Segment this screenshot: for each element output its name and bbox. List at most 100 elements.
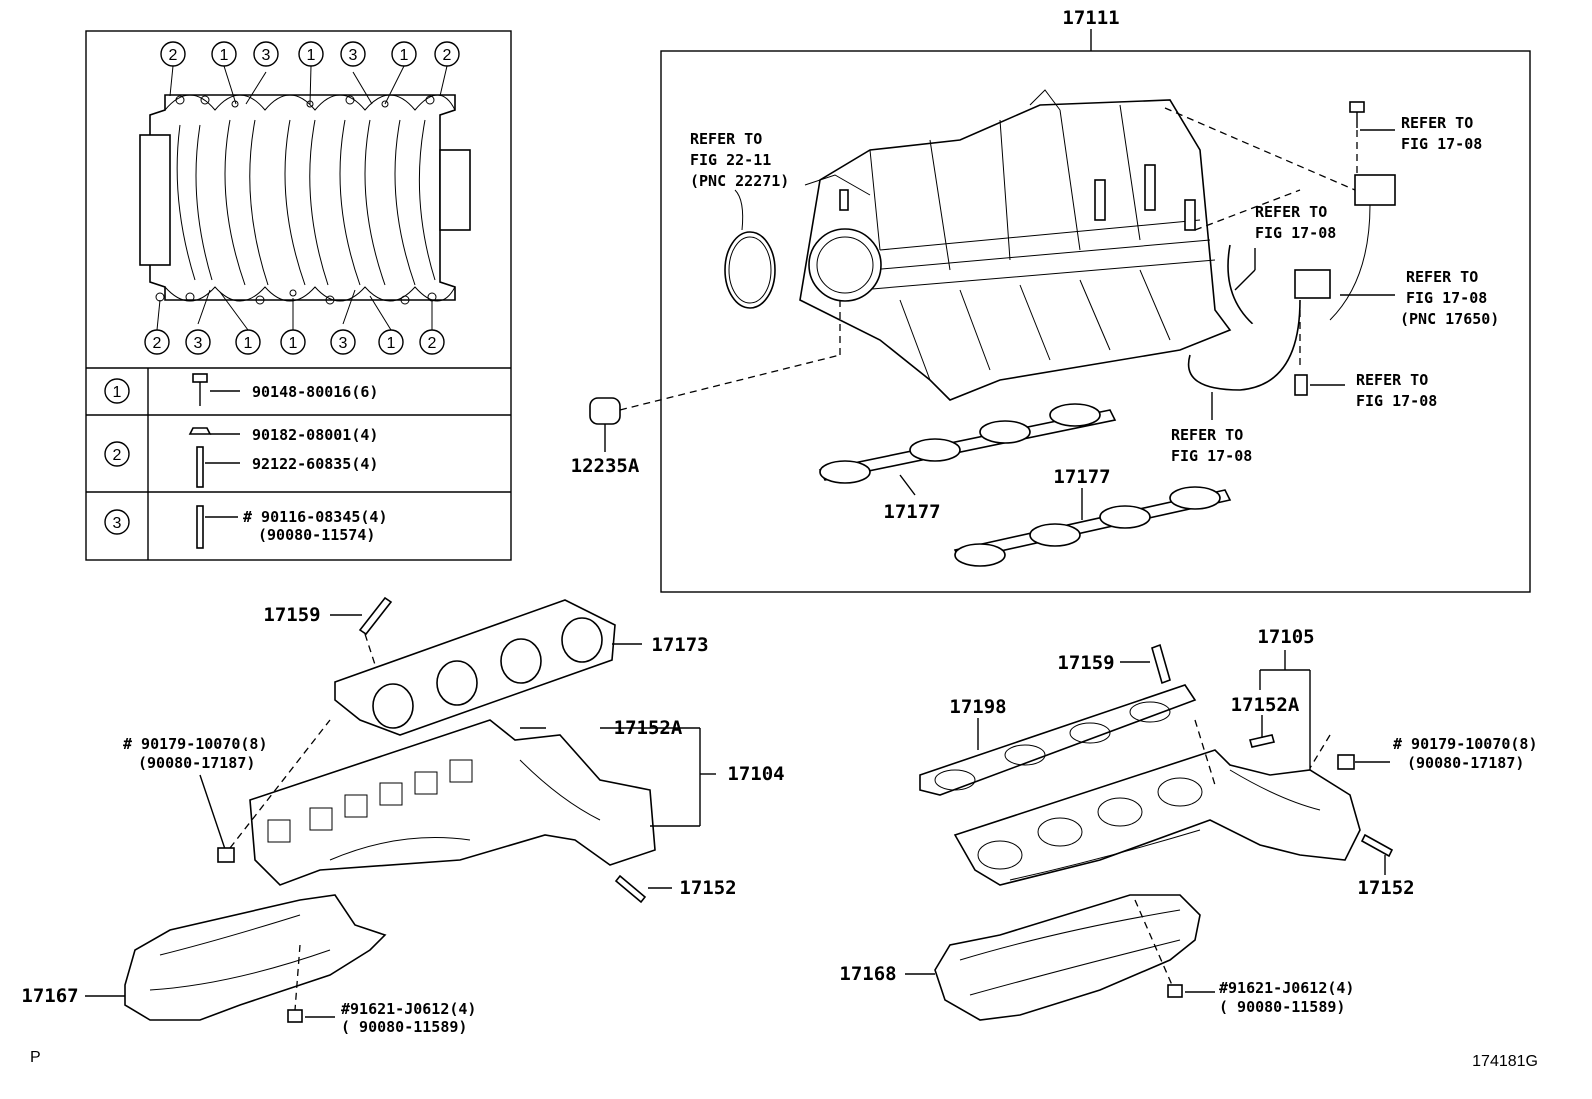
right-stud-17152: 17152 (1357, 833, 1415, 899)
intake-manifold-drawing (799, 89, 1232, 401)
bottom-callout-label: 1 (387, 335, 396, 352)
svg-text:FIG 17-08: FIG 17-08 (1171, 447, 1252, 465)
inset-manifold-drawing (139, 94, 471, 305)
bottom-callout-label: 2 (428, 335, 437, 352)
svg-text:REFER TO: REFER TO (1255, 203, 1327, 221)
legend-part-2a: 90182-08001(4) (252, 426, 378, 444)
svg-text:(90080-17187): (90080-17187) (138, 754, 255, 772)
left-bolt: #91621-J0612(4) ( 90080-11589) (287, 944, 476, 1036)
top-callout-label: 1 (307, 47, 316, 64)
inset-top-callouts (169, 65, 448, 105)
footer-left-code: P (30, 1049, 41, 1066)
left-manifold-17104: 17152A 17104 (249, 717, 785, 886)
svg-text:(PNC 17650): (PNC 17650) (1400, 310, 1499, 328)
top-callout-circle (340, 41, 366, 67)
svg-text:REFER TO: REFER TO (1171, 426, 1243, 444)
svg-text:#91621-J0612(4): #91621-J0612(4) (341, 1000, 476, 1018)
svg-text:#91621-J0612(4): #91621-J0612(4) (1219, 979, 1354, 997)
svg-text:17152A: 17152A (614, 717, 683, 739)
svg-text:17177: 17177 (1053, 466, 1110, 488)
right-stud-17152A: 17152A (1194, 694, 1300, 786)
right-exhaust-group: 17159 17198 17105 1 (839, 626, 1538, 1021)
right-gasket-17198: 17198 (919, 684, 1197, 796)
top-callout-circle (298, 41, 324, 67)
pcv-hose (1187, 299, 1301, 391)
svg-text:17152: 17152 (1357, 877, 1414, 899)
svg-text:FIG 17-08: FIG 17-08 (1255, 224, 1336, 242)
left-insulator-17167: 17167 (21, 894, 387, 1021)
svg-text:17105: 17105 (1257, 626, 1314, 648)
svg-text:17177: 17177 (883, 501, 940, 523)
svg-text:REFER TO: REFER TO (1356, 371, 1428, 389)
bottom-callout-circle (144, 329, 170, 355)
bolt-icon (192, 373, 208, 383)
svg-text:17159: 17159 (1057, 652, 1114, 674)
svg-text:17167: 17167 (21, 985, 78, 1007)
svg-text:# 90179-10070(8): # 90179-10070(8) (1393, 735, 1538, 753)
sensor-bolt (1349, 101, 1395, 175)
svg-text:17198: 17198 (949, 696, 1006, 718)
refer-fig-22-11: REFER TO FIG 22-11 (PNC 22271) (690, 130, 789, 190)
left-gasket-17173: 17173 (334, 599, 709, 736)
figure-code: 174181G (1472, 1053, 1538, 1070)
legend-part-3a: # 90116-08345(4) (243, 508, 388, 526)
svg-text:17152: 17152 (679, 877, 736, 899)
svg-text:FIG 17-08: FIG 17-08 (1401, 135, 1482, 153)
svg-text:(PNC 22271): (PNC 22271) (690, 172, 789, 190)
svg-text:17159: 17159 (263, 604, 320, 626)
legend-part-3b: (90080-11574) (258, 526, 375, 544)
throttle-gasket-ring (724, 231, 776, 309)
svg-text:17168: 17168 (839, 963, 896, 985)
intake-gasket-lower: 17177 (953, 466, 1232, 567)
bottom-callout-circle (235, 329, 261, 355)
svg-text:( 90080-11589): ( 90080-11589) (1219, 998, 1345, 1016)
svg-text:REFER TO: REFER TO (1406, 268, 1478, 286)
legend-key-2: 2 (113, 447, 122, 464)
legend-key-3: 3 (113, 515, 122, 532)
left-stud-17152: 17152 (614, 874, 737, 904)
bottom-callout-label: 3 (339, 335, 348, 352)
intake-assembly-label: 17111 (1062, 7, 1119, 29)
right-manifold-17105: 17105 (953, 626, 1361, 886)
svg-text:17104: 17104 (727, 763, 784, 785)
legend-key-1: 1 (113, 384, 122, 401)
bottom-callout-label: 1 (289, 335, 298, 352)
refer-lower-right: REFER TO FIG 17-08 (1356, 371, 1437, 410)
top-callout-circle (211, 41, 237, 67)
svg-text:( 90080-11589): ( 90080-11589) (341, 1018, 467, 1036)
legend-part-1a: 90148-80016(6) (252, 383, 378, 401)
left-stud-17159: 17159 (263, 596, 393, 681)
refer-top-right: REFER TO FIG 17-08 (1401, 114, 1482, 153)
refer-bottom-center: REFER TO FIG 17-08 (1171, 426, 1252, 465)
refer-mid-center: REFER TO FIG 17-08 (1255, 203, 1336, 242)
top-callout-circle (391, 41, 417, 67)
vsv-valve (1294, 269, 1345, 396)
sensor-connector (1329, 174, 1396, 321)
svg-text:17173: 17173 (651, 634, 708, 656)
svg-text:FIG 17-08: FIG 17-08 (1406, 289, 1487, 307)
bottom-callout-label: 1 (244, 335, 253, 352)
right-stud-17159: 17159 (1057, 643, 1171, 685)
refer-mid-right: REFER TO FIG 17-08 (PNC 17650) (1400, 268, 1499, 328)
right-nut: # 90179-10070(8) (90080-17187) (1309, 734, 1538, 772)
legend-row-1: 1 90148-80016(6) (104, 373, 378, 406)
svg-text:REFER TO: REFER TO (1401, 114, 1473, 132)
top-callout-label: 2 (169, 47, 178, 64)
left-nut: # 90179-10070(8) (90080-17187) (123, 719, 331, 863)
legend-part-2b: 92122-60835(4) (252, 455, 378, 473)
legend-row-2: 2 90182-08001(4) 92122-60835(4) (104, 426, 378, 488)
top-callout-circle (253, 41, 279, 67)
svg-text:12235A: 12235A (571, 455, 640, 477)
bottom-callout-circle (378, 329, 404, 355)
bottom-callout-label: 3 (194, 335, 203, 352)
svg-text:# 90179-10070(8): # 90179-10070(8) (123, 735, 268, 753)
nut-icon (188, 427, 212, 435)
stud-icon (196, 505, 204, 549)
top-callout-circle (434, 41, 460, 67)
svg-text:FIG 22-11: FIG 22-11 (690, 151, 771, 169)
stud-icon (196, 446, 204, 488)
bottom-callout-circle (330, 329, 356, 355)
top-callout-label: 3 (262, 47, 271, 64)
